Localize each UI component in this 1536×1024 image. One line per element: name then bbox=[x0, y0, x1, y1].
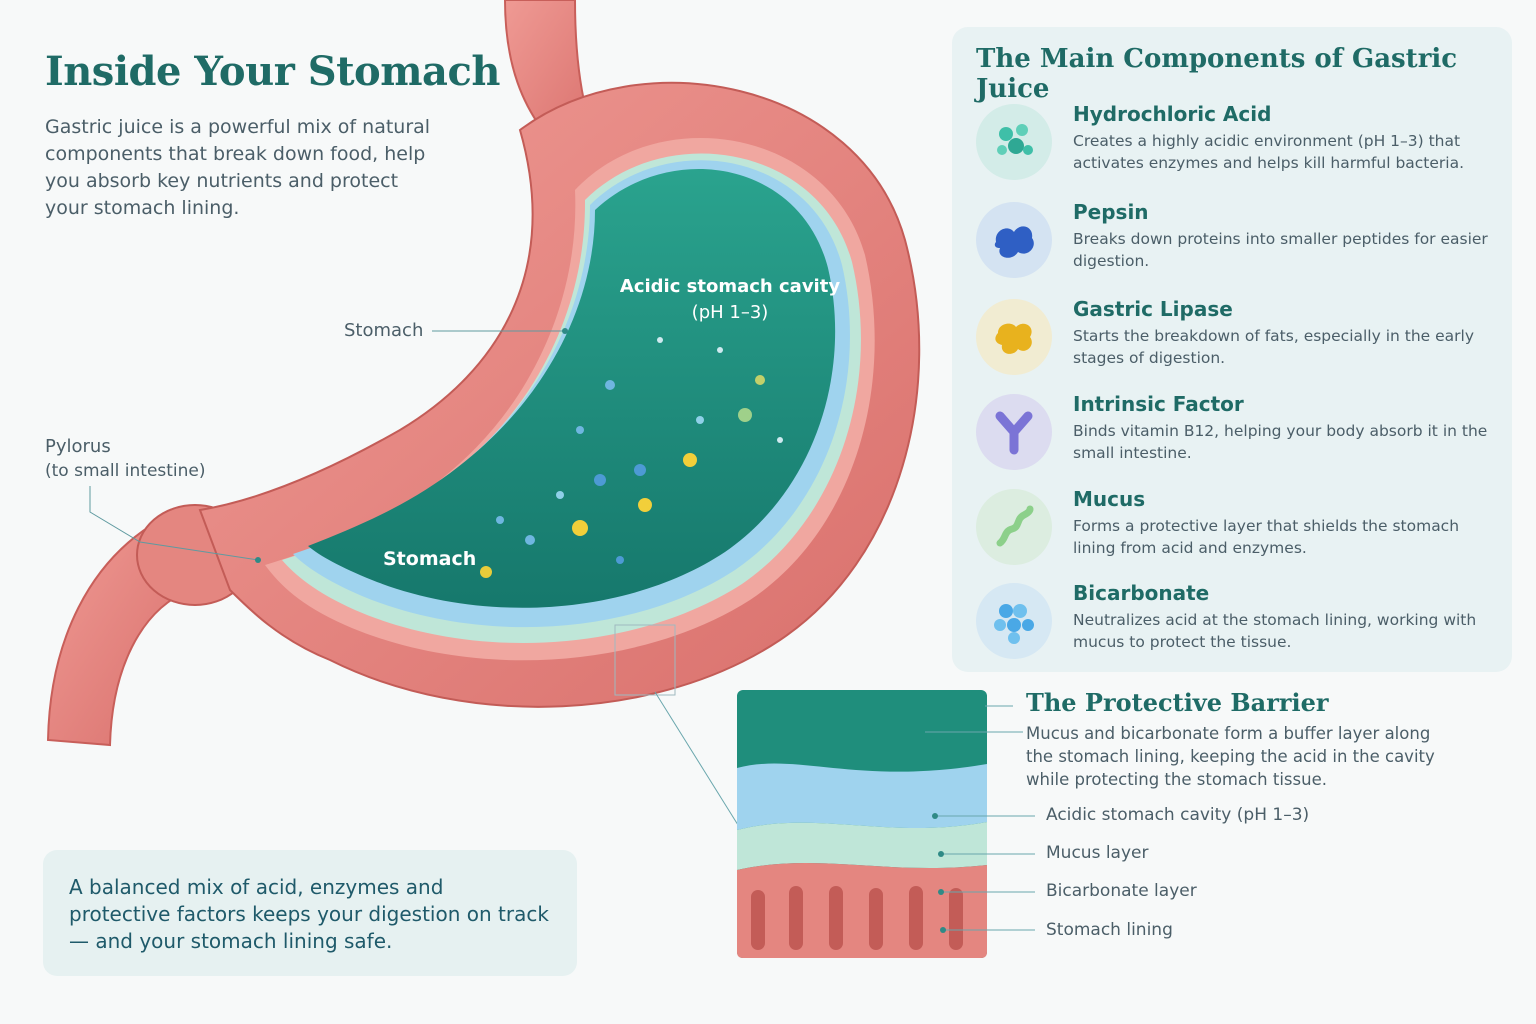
intro-text: Gastric juice is a powerful mix of natur… bbox=[45, 116, 431, 219]
cavity-label: Acidic stomach cavity bbox=[620, 276, 840, 297]
component-desc: Breaks down proteins into smaller peptid… bbox=[1073, 230, 1488, 270]
intrinsic-factor-icon bbox=[976, 394, 1052, 470]
component-name: Pepsin bbox=[1073, 200, 1149, 224]
magnifier-connector bbox=[654, 691, 739, 826]
page-title: Inside Your Stomach bbox=[45, 48, 500, 95]
component-desc: Starts the breakdown of fats, especially… bbox=[1073, 327, 1475, 367]
layer-label-bicarbonate: Bicarbonate layer bbox=[1046, 881, 1197, 901]
components-title: The Main Components of Gastric Juice bbox=[976, 44, 1458, 104]
bicarbonate-bubbles-icon bbox=[976, 583, 1052, 659]
magnified-region-marker bbox=[614, 624, 676, 696]
acid-cavity bbox=[308, 169, 836, 608]
component-desc: Neutralizes acid at the stomach lining, … bbox=[1073, 611, 1477, 651]
barrier-cross-section bbox=[737, 690, 987, 958]
stomach-illustration: Acidic stomach cavity (pH 1–3) Stomach bbox=[46, 0, 921, 826]
pylorus-callout-sub: (to small intestine) bbox=[45, 461, 206, 481]
pylorus-callout: Pylorus bbox=[45, 436, 111, 457]
component-name: Hydrochloric Acid bbox=[1073, 102, 1272, 126]
component-gastric-lipase: Gastric Lipase Starts the breakdown of f… bbox=[976, 297, 1506, 379]
component-mucus: Mucus Forms a protective layer that shie… bbox=[976, 487, 1506, 569]
acid-molecules-icon bbox=[976, 104, 1052, 180]
mucus-band bbox=[737, 822, 987, 870]
component-name: Gastric Lipase bbox=[1073, 297, 1233, 321]
summary-text: A balanced mix of acid, enzymes and prot… bbox=[69, 875, 549, 953]
cavity-ph-label: (pH 1–3) bbox=[692, 302, 769, 323]
barrier-title: The Protective Barrier bbox=[1026, 688, 1329, 717]
stomach-callout-dot bbox=[562, 328, 568, 334]
barrier-desc: Mucus and bicarbonate form a buffer laye… bbox=[1026, 724, 1435, 789]
gastric-particles bbox=[480, 337, 783, 578]
stomach-callout: Stomach bbox=[344, 320, 424, 341]
pylorus-callout-dot bbox=[255, 557, 261, 563]
lipase-enzyme-icon bbox=[976, 299, 1052, 375]
component-bicarbonate: Bicarbonate Neutralizes acid at the stom… bbox=[976, 581, 1506, 663]
layer-label-cavity: Acidic stomach cavity (pH 1–3) bbox=[1046, 805, 1310, 825]
pepsin-enzyme-icon bbox=[976, 202, 1052, 278]
layer-label-mucus: Mucus layer bbox=[1046, 843, 1149, 863]
component-desc: Binds vitamin B12, helping your body abs… bbox=[1073, 422, 1488, 462]
component-desc: Creates a highly acidic environment (pH … bbox=[1073, 132, 1465, 172]
bicarbonate-band bbox=[737, 763, 987, 830]
component-name: Intrinsic Factor bbox=[1073, 392, 1244, 416]
component-name: Bicarbonate bbox=[1073, 581, 1210, 605]
component-pepsin: Pepsin Breaks down proteins into smaller… bbox=[976, 200, 1506, 282]
component-name: Mucus bbox=[1073, 487, 1146, 511]
component-intrinsic-factor: Intrinsic Factor Binds vitamin B12, help… bbox=[976, 392, 1506, 474]
pylorus-callout-line bbox=[89, 486, 259, 561]
layer-label-lining: Stomach lining bbox=[1046, 920, 1173, 940]
component-hydrochloric-acid: Hydrochloric Acid Creates a highly acidi… bbox=[976, 102, 1506, 184]
lining-folds bbox=[751, 886, 963, 950]
barrier-leader-lines bbox=[925, 705, 1035, 933]
component-desc: Forms a protective layer that shields th… bbox=[1073, 517, 1460, 557]
inner-stomach-label: Stomach bbox=[383, 548, 476, 570]
summary-box: A balanced mix of acid, enzymes and prot… bbox=[43, 850, 577, 976]
mucus-strand-icon bbox=[976, 489, 1052, 565]
